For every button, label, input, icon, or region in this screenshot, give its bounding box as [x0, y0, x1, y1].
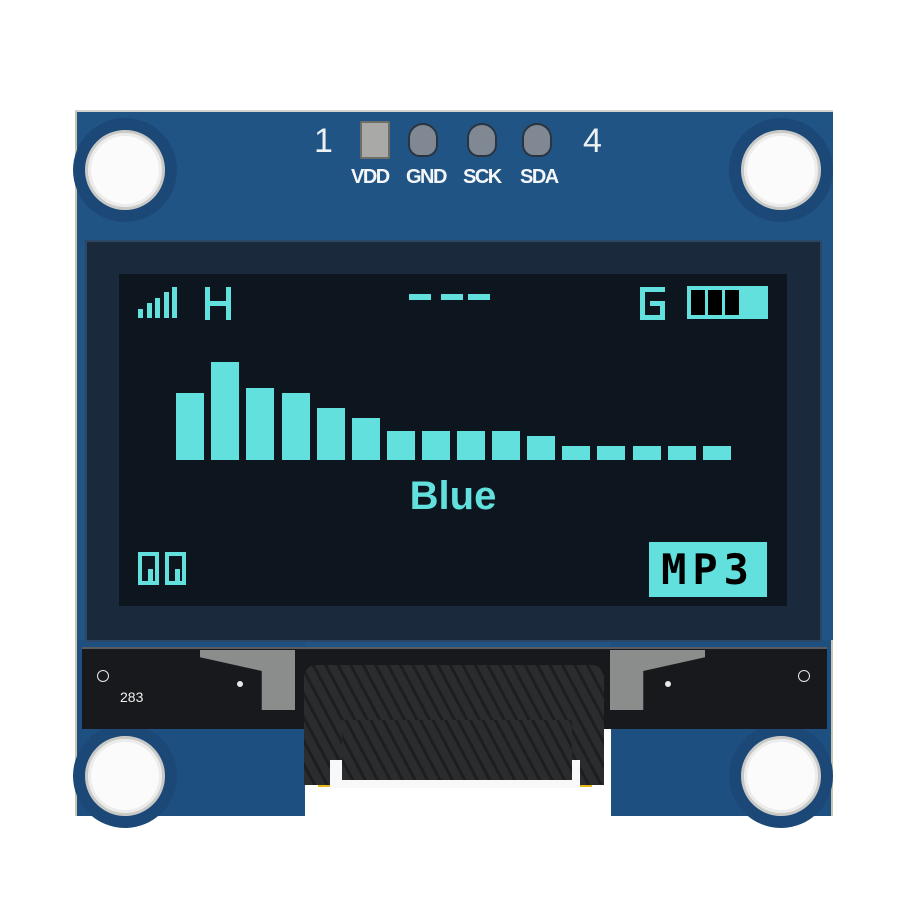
eq-bar-5: [317, 408, 345, 460]
eq-bar-15: [668, 446, 696, 460]
pin-label-vdd: VDD: [351, 166, 390, 188]
eq-bar-3: [246, 388, 274, 460]
mounting-hole-bottom-left: [85, 736, 165, 816]
fiducial-right-icon: [798, 670, 810, 682]
pin-label-sck: SCK: [463, 166, 502, 188]
pin-index-end: 4: [583, 122, 602, 160]
signal-strength-icon: [138, 287, 184, 318]
oled-screen: H --- G: [119, 274, 787, 606]
status-dashes: ---: [409, 294, 499, 300]
mp3-badge-label: MP3: [661, 545, 755, 594]
eq-bar-11: [527, 436, 555, 460]
double-box-glyph-icon: [138, 552, 198, 586]
eq-bar-13: [597, 446, 625, 460]
mounting-hole-bottom-right: [741, 736, 821, 816]
eq-bar-10: [492, 431, 520, 460]
status-letter-g: G: [640, 287, 665, 320]
eq-bar-7: [387, 431, 415, 460]
mounting-hole-top-left: [85, 130, 165, 210]
eq-bar-9: [457, 431, 485, 460]
pin-pad-sck[interactable]: [467, 123, 497, 157]
mp3-badge: MP3: [649, 542, 767, 597]
eq-bar-8: [422, 431, 450, 460]
eq-bar-6: [352, 418, 380, 460]
pin-label-sda: SDA: [520, 166, 559, 188]
equalizer-bar-chart: [176, 352, 736, 460]
pin-index-start: 1: [314, 122, 333, 160]
pin-pad-vdd[interactable]: [360, 121, 390, 159]
flex-cable-tail: [342, 720, 572, 780]
mounting-hole-top-right: [741, 130, 821, 210]
display-title: Blue: [409, 474, 497, 518]
eq-bar-1: [176, 393, 204, 460]
battery-icon: [687, 286, 768, 319]
eq-bar-2: [211, 362, 239, 460]
eq-bar-14: [633, 446, 661, 460]
eq-bar-12: [562, 446, 590, 460]
fiducial-dot-left: [237, 681, 243, 687]
pin-label-gnd: GND: [406, 166, 447, 188]
silkscreen-code: 283: [120, 689, 144, 705]
network-type-h: H: [205, 287, 231, 320]
pin-pad-sda[interactable]: [522, 123, 552, 157]
eq-bar-4: [282, 393, 310, 460]
fiducial-dot-right: [665, 681, 671, 687]
fiducial-left-icon: [97, 670, 109, 682]
eq-bar-16: [703, 446, 731, 460]
pin-pad-gnd[interactable]: [408, 123, 438, 157]
